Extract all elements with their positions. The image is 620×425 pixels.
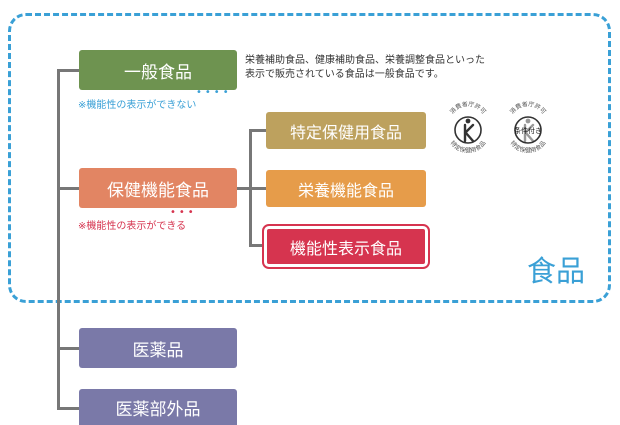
quasi-drug-box: 医薬部外品: [79, 389, 237, 425]
health-function-food-box: 保健機能食品: [79, 168, 237, 208]
tokuho-label: 特定保健用食品: [289, 122, 402, 142]
health-note-emphasis-dots: •••: [170, 207, 197, 218]
svg-text:消費者庁許可: 消費者庁許可: [448, 100, 487, 116]
tokuho-mark-icon: 消費者庁許可 特定保健用食品: [448, 100, 487, 155]
trunk-connector: [57, 70, 60, 408]
functional-claim-food-box: 機能性表示食品: [262, 224, 430, 269]
general-food-label: 一般食品: [124, 62, 192, 83]
connector-medicine: [57, 347, 79, 350]
tokuho-box: 特定保健用食品: [266, 112, 426, 149]
general-description-line2: 表示で販売されている食品は一般食品です。: [245, 69, 444, 80]
connector-nutrient: [249, 187, 266, 190]
connector-functional: [249, 244, 266, 247]
health-function-food-note: ※機能性の表示ができる: [78, 221, 187, 232]
general-food-note: ※機能性の表示ができない: [78, 100, 197, 111]
general-note-emphasis-dots: ••••: [196, 87, 232, 98]
functional-claim-food-label: 機能性表示食品: [289, 238, 402, 258]
quasi-drug-label: 医薬部外品: [115, 399, 201, 420]
food-category-label: 食品: [527, 254, 586, 288]
food-category-frame: [8, 13, 611, 303]
conditional-tokuho-mark-icon: 消費者庁許可 条件付き 特定保健用食品: [508, 100, 547, 155]
general-food-box: 一般食品: [79, 50, 237, 90]
medicine-label: 医薬品: [132, 340, 184, 361]
conditional-mark-center: 条件付き: [514, 126, 542, 135]
nutrient-function-food-box: 栄養機能食品: [266, 170, 426, 207]
conditional-mark-arc-top: 消費者庁許可: [508, 100, 547, 116]
connector-general: [57, 69, 79, 72]
nutrient-function-food-label: 栄養機能食品: [297, 180, 394, 200]
health-function-food-label: 保健機能食品: [107, 180, 209, 201]
tokuho-mark-arc-top: 消費者庁許可: [448, 100, 487, 116]
connector-health: [57, 187, 79, 190]
medicine-box: 医薬品: [79, 328, 237, 368]
connector-quasi-drug: [57, 407, 79, 410]
general-description-line1: 栄養補助食品、健康補助食品、栄養調整食品といった: [245, 55, 485, 66]
svg-text:消費者庁許可: 消費者庁許可: [508, 100, 547, 116]
connector-tokuho: [249, 129, 266, 132]
connector-health-branch: [236, 187, 250, 190]
general-food-description: 栄養補助食品、健康補助食品、栄養調整食品といった 表示で販売されている食品は一般…: [245, 54, 485, 82]
